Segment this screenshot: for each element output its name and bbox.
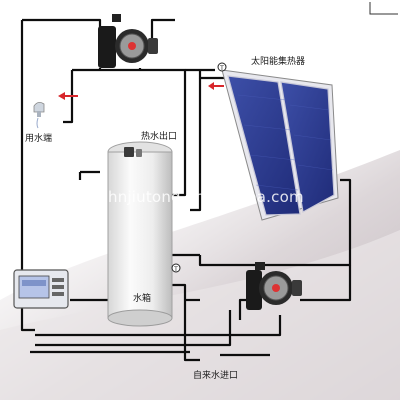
label-tap-inlet: 自来水进口 [193,371,239,381]
sensor-collector-t: T [217,62,227,72]
background-swoosh-light [0,230,400,400]
label-collector: 太阳能集热器 [251,57,306,67]
watermark: hnjiutong.en.alibaba.com [108,188,304,206]
frame-corner [369,2,398,15]
label-hot-outlet: 热水出口 [141,132,178,142]
svg-text:T: T [219,65,224,72]
label-tank: 水箱 [133,294,152,304]
faucet-icon [33,102,45,129]
flow-arrow-collector [208,82,224,90]
temperature-controller [13,269,69,309]
label-water-use: 用水端 [25,134,53,144]
circulation-pump-bottom [246,262,302,310]
solar-collector [221,69,339,221]
storage-tank [107,141,173,327]
sensor-tank-t: T [171,263,181,273]
svg-text:T: T [173,266,178,273]
flow-arrow-left [58,92,78,100]
circulation-pump-top [98,14,158,68]
pipe-network [20,18,352,362]
